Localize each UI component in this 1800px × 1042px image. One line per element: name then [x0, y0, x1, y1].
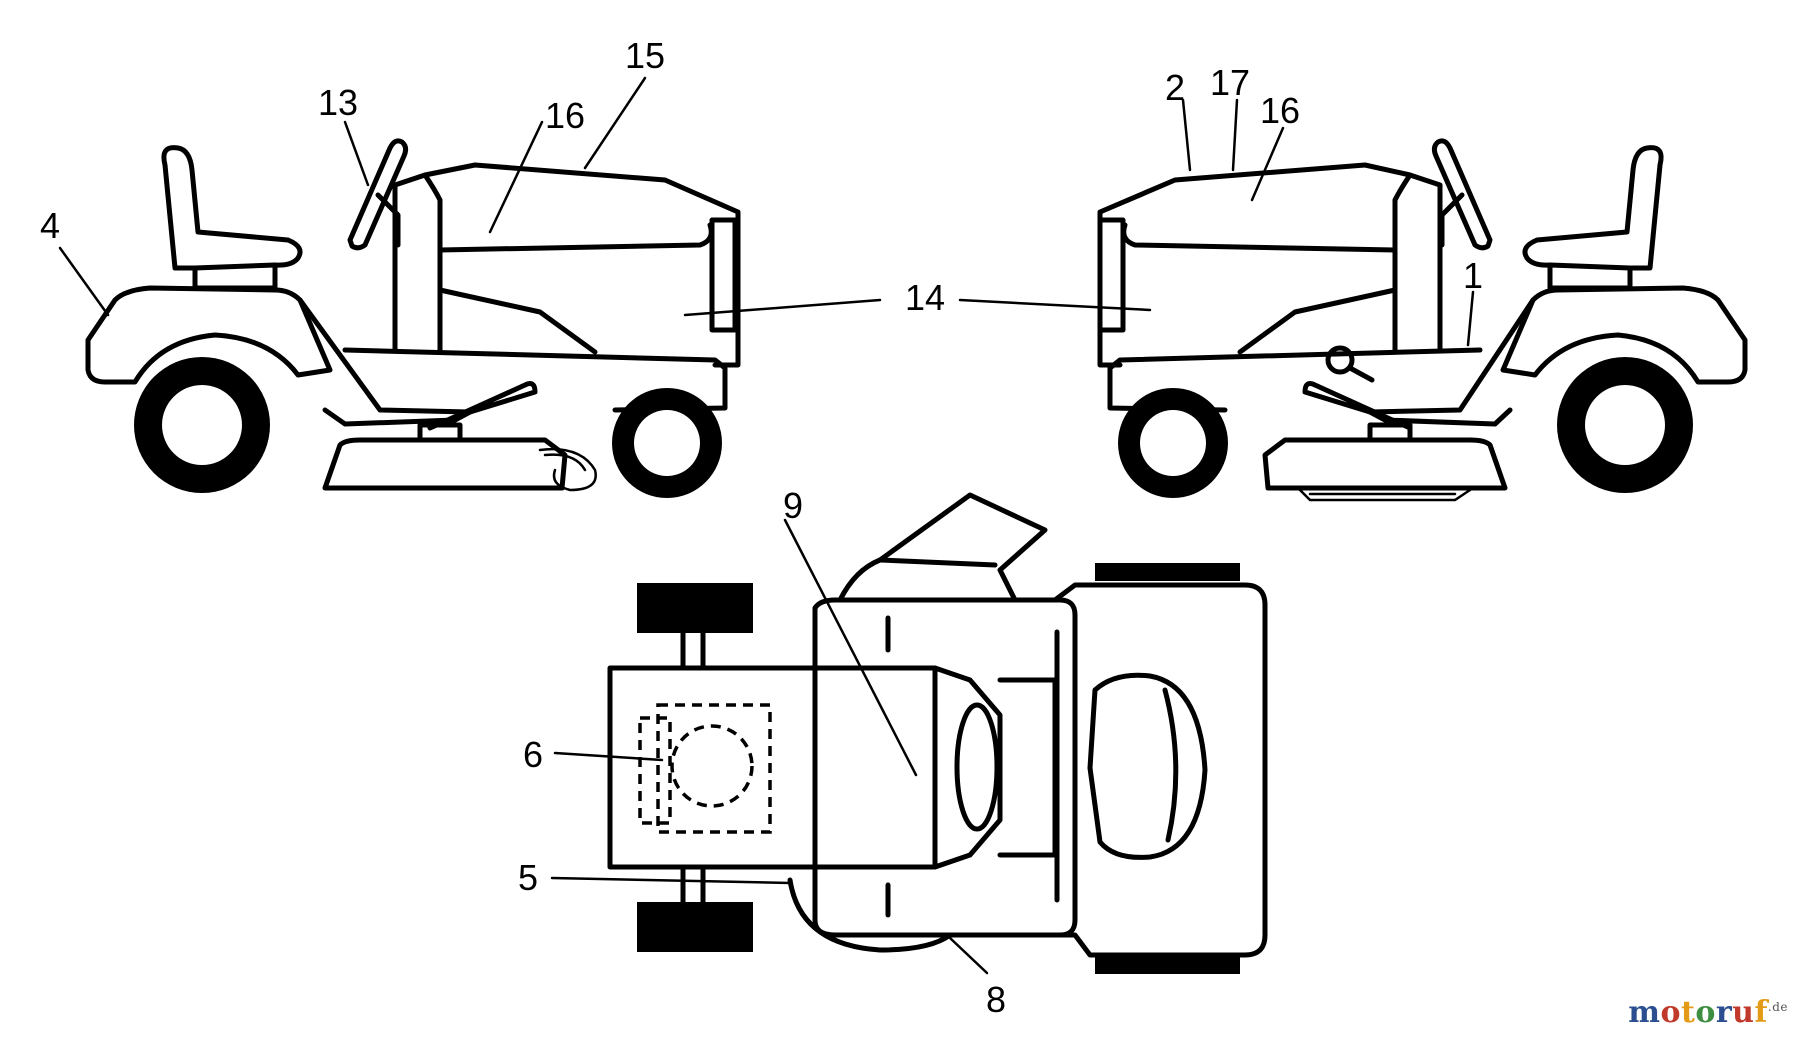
watermark-letter: o: [1660, 995, 1681, 1030]
watermark-tld: .de: [1767, 1000, 1788, 1014]
callout-16-right: 16: [1260, 90, 1300, 131]
callout-numbers: 1 2 4 5 6 8 9 13 14 15 16 16 17: [40, 35, 1483, 1020]
watermark-letter: t: [1680, 995, 1696, 1030]
callout-16-left: 16: [545, 95, 585, 136]
callout-17: 17: [1210, 62, 1250, 103]
callout-14: 14: [905, 277, 945, 318]
callout-8: 8: [986, 979, 1006, 1020]
motoruf-watermark: motoruf.de: [1628, 995, 1788, 1030]
callout-1: 1: [1463, 255, 1483, 296]
watermark-brand: motoruf: [1628, 995, 1768, 1030]
callout-2: 2: [1165, 67, 1185, 108]
callout-15: 15: [625, 35, 665, 76]
callout-5: 5: [518, 857, 538, 898]
callout-4: 4: [40, 205, 60, 246]
callout-9: 9: [783, 485, 803, 526]
watermark-letter: o: [1695, 995, 1716, 1030]
watermark-letter: f: [1754, 995, 1768, 1030]
tractor-right-side-view: [958, 98, 1748, 502]
watermark-letter: m: [1628, 995, 1661, 1030]
callout-13: 13: [318, 82, 358, 123]
callout-6: 6: [523, 734, 543, 775]
watermark-letter: u: [1732, 995, 1755, 1030]
tractor-left-side-view: [58, 76, 882, 498]
tractor-top-view: [550, 492, 1268, 975]
watermark-letter: r: [1715, 995, 1733, 1030]
